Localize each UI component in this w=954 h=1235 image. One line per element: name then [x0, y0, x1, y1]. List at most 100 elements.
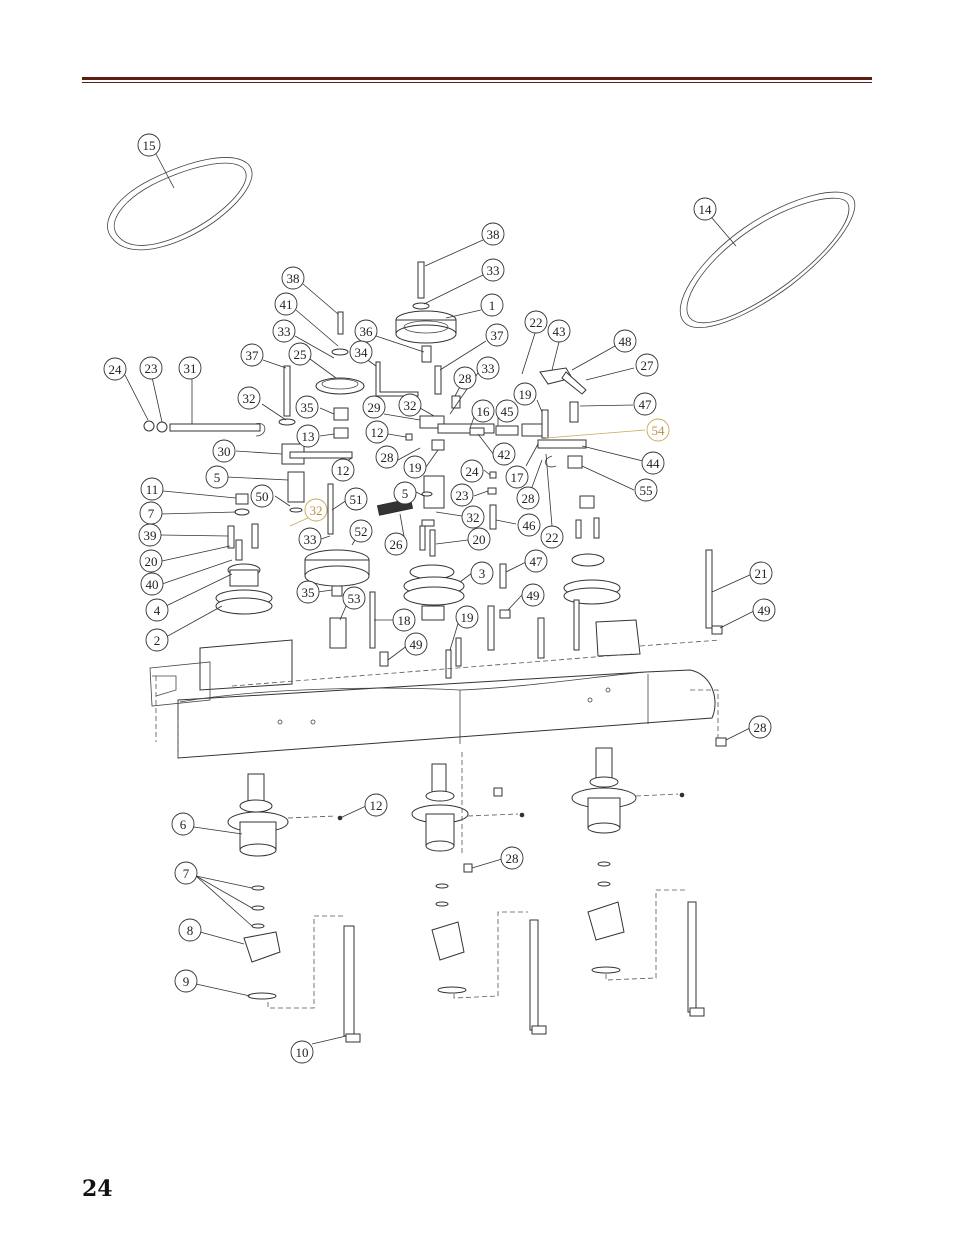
svg-text:48: 48: [619, 334, 632, 349]
callout-28: 28: [748, 715, 772, 739]
callout-35: 35: [295, 395, 319, 419]
spindle-left: [227, 773, 361, 1043]
callout-39: 39: [138, 523, 162, 547]
svg-text:7: 7: [183, 866, 190, 881]
svg-text:19: 19: [519, 387, 532, 402]
callout-52: 52: [349, 519, 373, 543]
idler-arm: [376, 367, 587, 516]
svg-text:33: 33: [304, 532, 317, 547]
svg-text:29: 29: [368, 400, 381, 415]
callout-5: 5: [205, 465, 229, 489]
callout-12: 12: [331, 458, 355, 482]
callout-55: 55: [634, 478, 658, 502]
right-pulley: [537, 495, 723, 659]
callout-19: 19: [403, 455, 427, 479]
callout-24: 24: [460, 459, 484, 483]
callout-38: 38: [281, 266, 305, 290]
callout-14: 14: [693, 197, 717, 221]
callout-32: 32: [398, 393, 422, 417]
callout-12: 12: [365, 420, 389, 444]
svg-text:32: 32: [243, 391, 256, 406]
callout-1: 1: [480, 293, 504, 317]
tension-rod: [143, 420, 266, 437]
svg-text:5: 5: [402, 486, 409, 501]
callout-3: 3: [470, 561, 494, 585]
svg-text:33: 33: [487, 263, 500, 278]
callout-20: 20: [467, 527, 491, 551]
callout-38: 38: [481, 222, 505, 246]
svg-text:12: 12: [371, 425, 384, 440]
callout-43: 43: [547, 319, 571, 343]
svg-text:23: 23: [145, 361, 158, 376]
svg-text:24: 24: [109, 362, 123, 377]
svg-text:4: 4: [154, 603, 161, 618]
callout-25: 25: [288, 342, 312, 366]
svg-text:19: 19: [409, 460, 422, 475]
svg-text:20: 20: [473, 532, 486, 547]
callout-30: 30: [212, 439, 236, 463]
callout-47: 47: [524, 549, 548, 573]
callout-44: 44: [641, 451, 665, 475]
callout-37: 37: [485, 323, 509, 347]
svg-text:37: 37: [246, 348, 260, 363]
callout-33: 33: [476, 356, 500, 380]
svg-text:28: 28: [754, 720, 767, 735]
belt-14: [679, 191, 856, 329]
callout-49: 49: [521, 583, 545, 607]
callout-45: 45: [495, 399, 519, 423]
svg-text:12: 12: [370, 798, 383, 813]
callout-49: 49: [404, 632, 428, 656]
callout-5: 5: [393, 481, 417, 505]
svg-text:7: 7: [148, 506, 155, 521]
callout-13: 13: [296, 424, 320, 448]
callout-54: 54: [646, 418, 670, 442]
callout-53: 53: [342, 586, 366, 610]
svg-text:14: 14: [699, 202, 713, 217]
callout-41: 41: [274, 292, 298, 316]
callout-32: 32: [304, 498, 328, 522]
callout-6: 6: [171, 812, 195, 836]
svg-text:34: 34: [355, 345, 369, 360]
svg-text:37: 37: [491, 328, 505, 343]
callout-48: 48: [613, 329, 637, 353]
callout-31: 31: [178, 356, 202, 380]
svg-text:23: 23: [456, 488, 469, 503]
svg-text:33: 33: [482, 361, 495, 376]
svg-text:15: 15: [143, 138, 156, 153]
callout-32: 32: [237, 386, 261, 410]
svg-text:54: 54: [652, 423, 666, 438]
svg-text:28: 28: [381, 450, 394, 465]
callout-23: 23: [139, 356, 163, 380]
left-pulley-stack: [215, 311, 389, 667]
callout-36: 36: [354, 319, 378, 343]
mower-deck: [149, 619, 721, 760]
callout-46: 46: [517, 513, 541, 537]
svg-text:30: 30: [218, 444, 231, 459]
svg-text:45: 45: [501, 404, 514, 419]
callout-51: 51: [344, 487, 368, 511]
callout-7: 7: [139, 501, 163, 525]
svg-text:44: 44: [647, 456, 661, 471]
callout-28: 28: [375, 445, 399, 469]
callout-27: 27: [635, 353, 659, 377]
callout-4: 4: [145, 598, 169, 622]
svg-text:28: 28: [506, 851, 519, 866]
callout-19: 19: [513, 382, 537, 406]
callout-35: 35: [296, 580, 320, 604]
svg-text:47: 47: [530, 554, 544, 569]
svg-text:6: 6: [180, 817, 187, 832]
callout-28: 28: [500, 846, 524, 870]
callout-29: 29: [362, 395, 386, 419]
svg-text:3: 3: [479, 566, 486, 581]
svg-text:39: 39: [144, 528, 157, 543]
callout-2: 2: [145, 628, 169, 652]
callout-34: 34: [349, 340, 373, 364]
svg-text:28: 28: [522, 491, 535, 506]
callout-28: 28: [453, 366, 477, 390]
callout-10: 10: [290, 1040, 314, 1064]
leader-lines: [124, 153, 755, 1045]
svg-text:22: 22: [530, 315, 543, 330]
svg-text:55: 55: [640, 483, 653, 498]
callout-11: 11: [140, 477, 164, 501]
